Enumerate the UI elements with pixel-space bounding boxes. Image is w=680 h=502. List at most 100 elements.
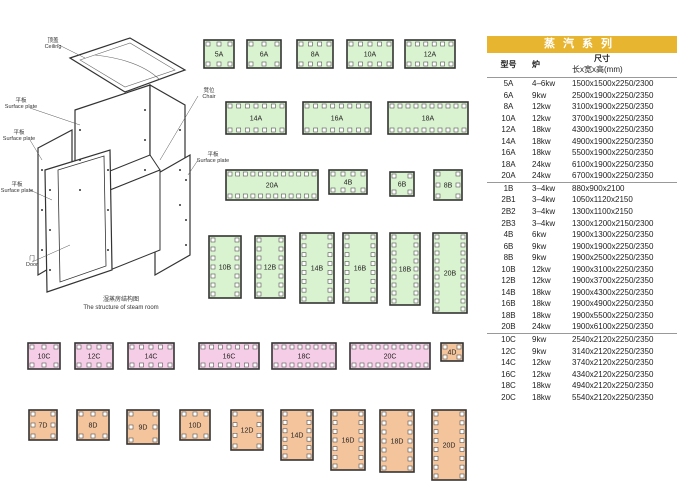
seat-marker: [192, 411, 198, 417]
cell-size: 3740x2120x2250/2350: [572, 358, 654, 368]
cell-model: 2B3: [501, 218, 516, 228]
plan-label: 18A: [422, 116, 435, 123]
seat-marker: [227, 193, 233, 199]
plan-4d: 4D: [440, 342, 464, 362]
seat-marker: [375, 344, 381, 350]
seat-marker: [296, 171, 302, 177]
seat-marker: [232, 422, 238, 427]
seat-marker: [282, 436, 288, 442]
seat-marker: [30, 433, 36, 439]
cell-power: 18kw: [532, 392, 551, 402]
plan-label: 4D: [448, 350, 457, 357]
plan-label: 14A: [250, 116, 263, 123]
plan-12a: 12A: [404, 39, 456, 69]
cell-model: 18C: [501, 381, 516, 391]
seat-marker: [367, 61, 373, 67]
seat-marker: [407, 411, 413, 417]
plan-label: 18D: [391, 439, 404, 446]
cell-model: 4B: [503, 230, 514, 240]
seat-marker: [76, 344, 82, 350]
plan-6b: 6B: [389, 171, 415, 197]
seat-marker: [327, 296, 333, 302]
cell-size: 1900x1900x2250/2350: [572, 241, 654, 251]
seat-marker: [50, 422, 56, 428]
seat-marker: [460, 250, 466, 256]
seat-marker: [227, 61, 233, 67]
plan-18c: 18C: [271, 342, 337, 370]
plan-16d: 16D: [330, 409, 366, 471]
header-size-dims: 长x宽x高(mm): [572, 65, 623, 74]
cell-size: 1300x1100x2150: [572, 207, 633, 217]
seat-marker: [297, 362, 303, 368]
seat-marker: [413, 274, 419, 280]
seat-marker: [399, 362, 405, 368]
seat-marker: [407, 447, 413, 453]
plan-7d: 7D: [28, 409, 58, 441]
seat-marker: [442, 354, 448, 360]
seat-marker: [308, 41, 313, 47]
seat-marker: [148, 362, 154, 368]
steam-room-drawing: [29, 37, 199, 293]
seat-marker: [313, 103, 318, 109]
seat-marker: [235, 193, 240, 199]
seat-marker: [435, 182, 441, 188]
cell-power: 3–4kw: [532, 207, 556, 217]
seat-marker: [407, 438, 413, 444]
plan-18d: 18D: [379, 409, 415, 473]
seat-marker: [356, 103, 361, 109]
seat-marker: [435, 193, 441, 199]
cell-size: 4300x1900x2250/2350: [572, 125, 654, 135]
cell-model: 18A: [501, 159, 516, 169]
seat-marker: [340, 171, 346, 177]
plan-label: 16A: [331, 116, 344, 123]
seat-marker: [306, 436, 312, 442]
seat-marker: [256, 237, 262, 243]
seat-marker: [242, 193, 248, 199]
plan-outline: [280, 409, 314, 461]
seat-marker: [232, 411, 238, 417]
cell-power: 18kw: [532, 148, 551, 158]
seat-marker: [405, 103, 411, 109]
cell-size: 4340x2120x2250/2350: [572, 369, 654, 379]
seat-marker: [413, 266, 419, 272]
seat-marker: [301, 243, 307, 249]
seat-marker: [258, 171, 263, 177]
seat-marker: [460, 274, 466, 280]
seat-marker: [407, 456, 413, 462]
seat-marker: [370, 252, 376, 258]
plan-14a: 14A: [225, 101, 287, 135]
seat-marker: [90, 433, 96, 439]
seat-marker: [226, 344, 232, 350]
seat-marker: [367, 41, 373, 47]
plan-12b: 12B: [254, 235, 286, 299]
seat-marker: [435, 171, 441, 177]
seat-marker: [129, 362, 135, 368]
seat-marker: [288, 171, 294, 177]
cell-size: 2500x1900x2250/2350: [572, 90, 654, 100]
seat-marker: [344, 261, 350, 266]
plan-label: 9D: [139, 425, 148, 432]
plan-label: 18C: [298, 354, 311, 361]
cell-size: 1900x3100x2250/2350: [572, 264, 654, 274]
seat-marker: [279, 127, 285, 133]
seat-marker: [370, 287, 376, 293]
seat-marker: [460, 234, 466, 240]
seat-marker: [301, 278, 307, 284]
seat-marker: [90, 411, 96, 417]
seat-marker: [413, 103, 419, 109]
plan-14b: 14B: [299, 232, 335, 304]
seat-marker: [330, 187, 336, 193]
cell-model: 16B: [501, 299, 516, 309]
seat-marker: [281, 171, 286, 177]
cell-size: 5540x2120x2250/2350: [572, 392, 654, 402]
seat-marker: [329, 362, 335, 368]
seat-marker: [413, 127, 419, 133]
header-size-zh: 尺寸: [594, 54, 610, 63]
room-caption-zh: 湿蒸房结构图: [102, 297, 139, 303]
